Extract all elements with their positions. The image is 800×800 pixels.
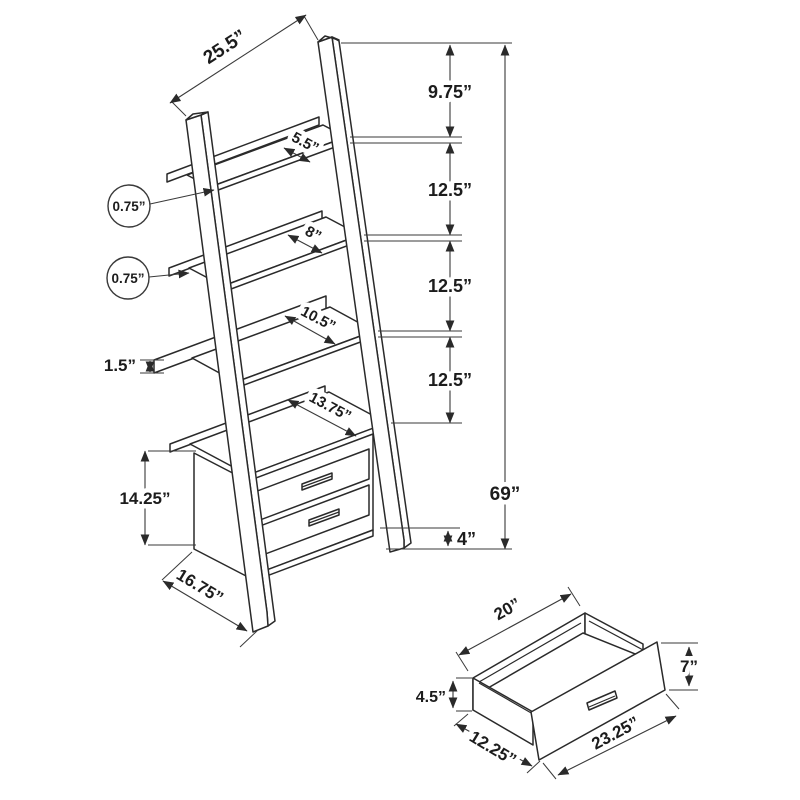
dim-label-drawer-front-height: 7” xyxy=(680,657,698,676)
dim-label-base-depth: 16.75” xyxy=(173,565,227,608)
callout-board-thickness: 0.75” xyxy=(107,184,215,228)
dim-floor-clearance: 4” xyxy=(443,529,476,549)
dim-label-drawer-top-width: 20” xyxy=(491,594,524,624)
dim-total-height: 69” xyxy=(485,44,525,550)
drawer-detail-drawing: 20” 4.5” 7” 12.25” 23.25” xyxy=(416,586,702,780)
dim-label-top-spacing: 9.75” xyxy=(428,82,472,102)
dim-cabinet-height: 14.25” xyxy=(115,450,196,546)
drawer-detail-handle xyxy=(586,690,618,711)
dim-drawer-side-height: 4.5” xyxy=(416,677,472,712)
dim-label-drawer-side-height: 4.5” xyxy=(416,689,446,706)
dim-top-width: 25.5” xyxy=(169,14,319,117)
dim-shelf-spacing: 9.75” 12.5” 12.5” 12.5” xyxy=(423,44,477,424)
dim-label-floor-clearance: 4” xyxy=(457,529,476,549)
dim-label-top-width: 25.5” xyxy=(200,26,250,69)
dim-label-spacing-4: 12.5” xyxy=(428,370,472,390)
callout-ledge-thickness: 0.75” xyxy=(106,256,190,300)
ladder-shelf-drawing: 9.75” 12.5” 12.5” 12.5” 69” 4” 25.5” 0.7… xyxy=(104,14,525,648)
dim-label-spacing-3: 12.5” xyxy=(428,276,472,296)
ladder-rail-right xyxy=(317,35,412,553)
dim-drawer-front-height: 7” xyxy=(661,642,702,691)
dim-label-board-thickness: 0.75” xyxy=(112,199,145,214)
dim-label-cabinet-height: 14.25” xyxy=(119,489,170,508)
dim-label-total-height: 69” xyxy=(490,484,521,505)
drawer-handle-1 xyxy=(301,472,333,491)
shelf-3 xyxy=(153,295,375,389)
drawer-box xyxy=(472,612,666,761)
shelf-2 xyxy=(168,210,361,293)
dim-label-ledge-thickness: 0.75” xyxy=(111,271,144,286)
dim-lip-height: 1.5” xyxy=(104,356,164,375)
dim-label-spacing-2: 12.5” xyxy=(428,180,472,200)
dim-label-lip-height: 1.5” xyxy=(104,356,136,375)
ladder-rail-left xyxy=(185,111,276,633)
drawer-handle-2 xyxy=(308,508,340,527)
dim-label-drawer-depth: 12.25” xyxy=(466,727,520,770)
